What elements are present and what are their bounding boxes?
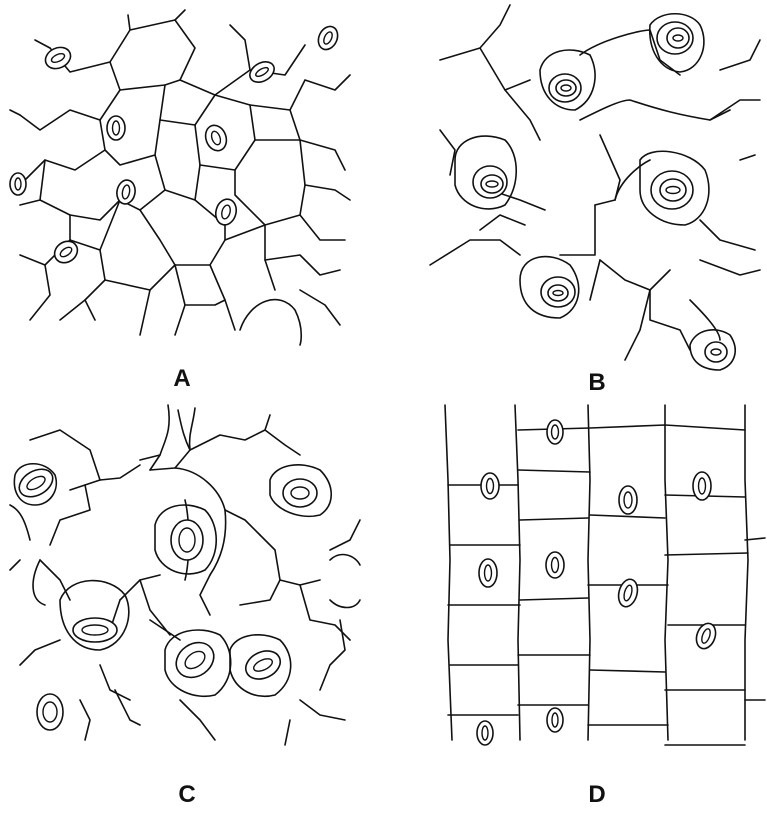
panel-label-a: A bbox=[167, 367, 197, 391]
panel-a-stomata bbox=[10, 23, 341, 267]
panel-label-b: B bbox=[582, 371, 612, 395]
panel-d-stomata bbox=[477, 420, 719, 745]
panel-c-stomatal-complexes bbox=[14, 464, 360, 730]
panel-c-cell-walls bbox=[10, 405, 360, 745]
panel-label-d: D bbox=[582, 783, 612, 807]
panel-b-stomatal-complexes bbox=[455, 14, 735, 370]
panel-label-c: C bbox=[172, 783, 202, 807]
